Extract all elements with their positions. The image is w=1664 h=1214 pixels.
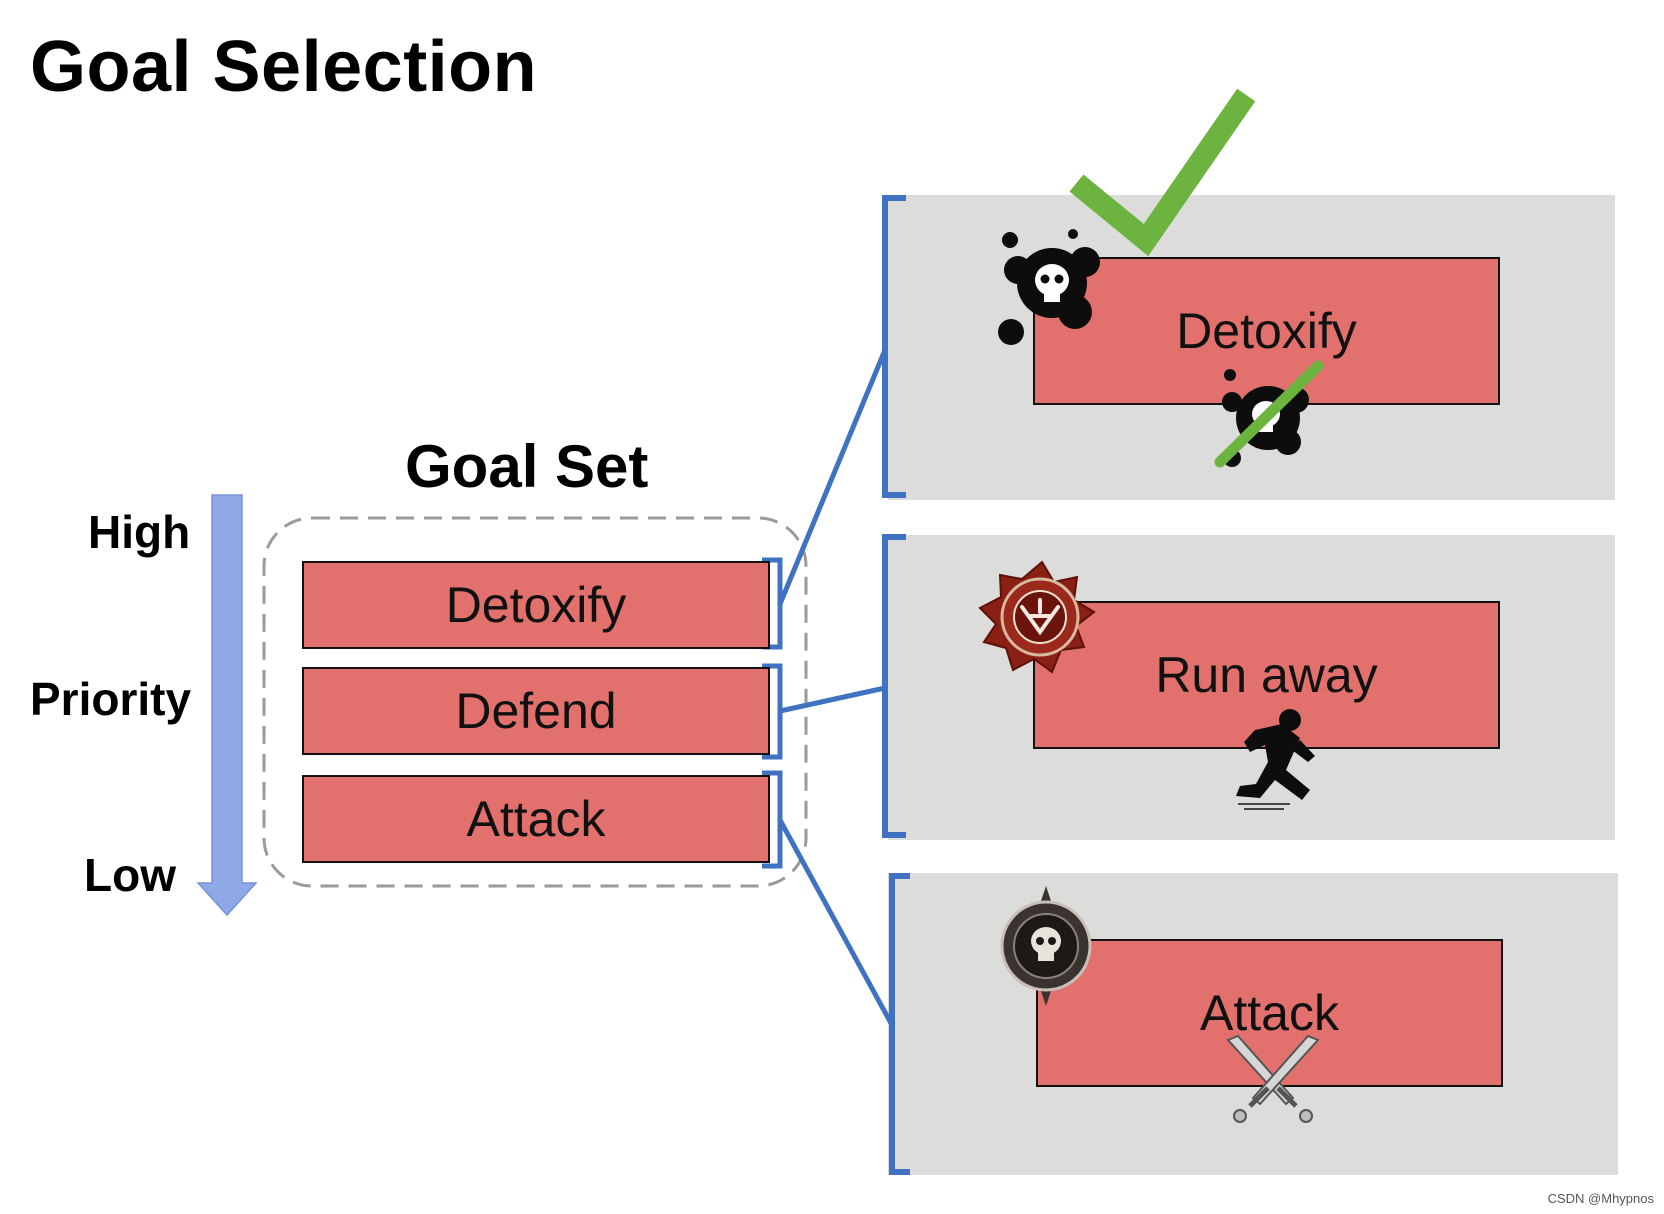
bracket-attack xyxy=(762,770,783,869)
goal-item-attack: Attack xyxy=(302,775,770,863)
goal-set-title: Goal Set xyxy=(405,433,649,500)
crossed-swords-icon xyxy=(1226,1034,1320,1123)
panel-bracket-1 xyxy=(882,195,906,498)
priority-high-label: High xyxy=(88,506,191,558)
bracket-defend xyxy=(762,663,783,760)
connector-detoxify xyxy=(777,349,888,605)
connector-attack xyxy=(777,818,895,1027)
goal-set-boundary xyxy=(262,516,808,888)
crossed-poison-icon xyxy=(1214,360,1324,468)
danger-emblem-icon xyxy=(978,560,1096,674)
connector-defend xyxy=(779,685,886,714)
priority-low-label: Low xyxy=(84,849,176,901)
running-person-icon xyxy=(1236,709,1315,810)
skull-badge-icon xyxy=(1000,886,1092,1006)
outcome-box-run-away: Run away xyxy=(1033,601,1500,749)
outcome-box-detoxify: Detoxify xyxy=(1033,257,1500,405)
goal-item-detoxify: Detoxify xyxy=(302,561,770,649)
poison-icon xyxy=(998,229,1100,345)
priority-arrow xyxy=(196,494,258,917)
panel-bracket-2 xyxy=(882,534,906,838)
slide-title: Goal Selection xyxy=(30,27,538,107)
check-icon xyxy=(1069,88,1256,257)
goal-item-defend: Defend xyxy=(302,667,770,755)
priority-label: Priority xyxy=(30,673,192,725)
credit-text: CSDN @Mhypnos xyxy=(1547,1191,1654,1206)
